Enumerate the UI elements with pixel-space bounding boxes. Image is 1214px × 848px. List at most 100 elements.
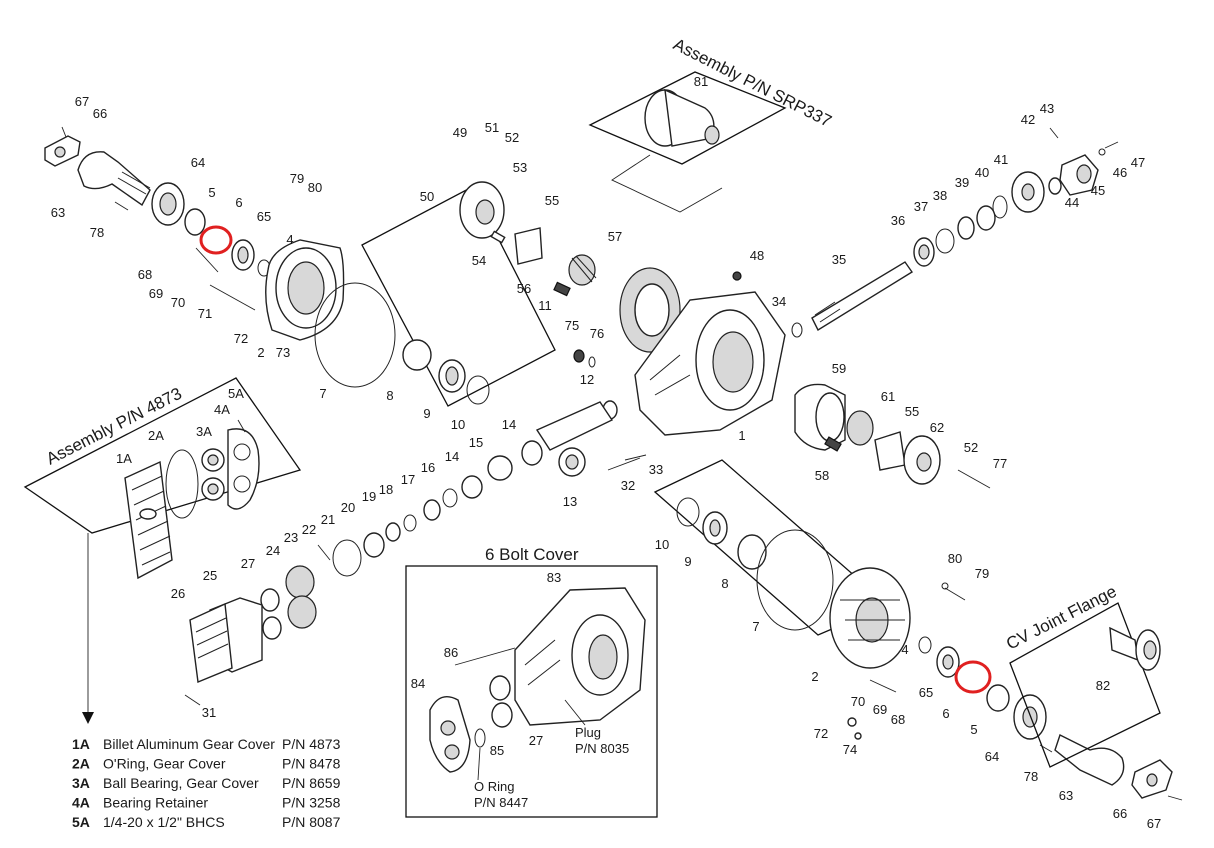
part-36-bearing [913, 237, 935, 267]
callout-13: 13 [563, 494, 577, 509]
callout-70: 70 [171, 295, 185, 310]
callout-52: 52 [964, 440, 978, 455]
callout-36: 36 [891, 213, 905, 228]
callout-62: 62 [930, 420, 944, 435]
part-2-housing-lower [829, 567, 911, 669]
callout-67: 67 [1147, 816, 1161, 831]
pinion-gear-group [459, 181, 681, 353]
callout-23: 23 [284, 530, 298, 545]
six-bolt-cover-title: 6 Bolt Cover [485, 545, 579, 564]
part-17-nut [423, 499, 441, 521]
callout-50: 50 [420, 189, 434, 204]
part-65-bearing-lower [936, 646, 960, 678]
part-63-stub-axle [77, 151, 151, 207]
callout-86: 86 [444, 645, 458, 660]
callout-4: 4 [286, 232, 293, 247]
part-84-cover-plate [429, 696, 471, 773]
callout-64: 64 [191, 155, 205, 170]
callout-18: 18 [379, 482, 393, 497]
callout-75: 75 [565, 318, 579, 333]
part-45-yoke [1059, 154, 1099, 196]
callout-53: 53 [513, 160, 527, 175]
callout-4A: 4A [214, 402, 230, 417]
arrow-down-icon [82, 712, 94, 724]
legend-pn-2a: P/N 8478 [282, 756, 341, 772]
part-53-flange [459, 181, 505, 239]
part-47-bolt [1104, 141, 1119, 149]
part-80-washer-lower [941, 582, 949, 590]
part-40-washer [992, 195, 1008, 219]
legend-desc-4a: Bearing Retainer [103, 795, 208, 811]
part-77-bolt [957, 469, 991, 489]
callout-10: 10 [451, 417, 465, 432]
callout-65: 65 [919, 685, 933, 700]
part-19-bearing [385, 522, 401, 542]
part-70-stud-lower [869, 679, 897, 693]
part-48-plug [732, 271, 742, 281]
part-24-gear [285, 565, 317, 629]
part-27-bearing-cover [489, 675, 513, 728]
upper-left-axle-group [44, 126, 490, 405]
callout-39: 39 [955, 175, 969, 190]
part-13-bearing [558, 447, 586, 477]
part-57-spider-gear [568, 254, 597, 286]
part-56-pin [553, 281, 571, 297]
part-71-bolt [209, 284, 256, 311]
legend-desc-5a: 1/4-20 x 1/2" BHCS [103, 814, 225, 830]
callout-82: 82 [1096, 678, 1110, 693]
callout-69: 69 [873, 702, 887, 717]
part-10-shim [466, 375, 490, 405]
cv-joint-flange-title: CV Joint Flange [1003, 582, 1119, 654]
callout-77: 77 [993, 456, 1007, 471]
part-66-yoke [44, 135, 81, 167]
part-44-washer [1048, 177, 1062, 195]
part-15-spacer [487, 455, 513, 481]
part-4-oring-lower [918, 636, 932, 654]
part-46-washer [1098, 148, 1106, 156]
callout-2: 2 [811, 669, 818, 684]
part-74-washer-lower [854, 732, 862, 740]
callout-71: 71 [198, 306, 212, 321]
callout-7: 7 [752, 619, 759, 634]
callout-27: 27 [241, 556, 255, 571]
part-81-carrier [644, 88, 720, 147]
part-11-ring-gear [619, 267, 681, 353]
part-20-sleeve [363, 532, 385, 558]
callout-27: 27 [529, 733, 543, 748]
lower-right-axle-group [676, 497, 1183, 801]
six-bolt-cover-group: 6 Bolt Cover Plug P/N 8035 O Ring P/N 84… [405, 545, 658, 818]
part-78-pin [114, 201, 129, 211]
six-bolt-cover-box [405, 565, 658, 818]
part-6-highlighted-ring-left [199, 225, 233, 255]
callout-19: 19 [362, 489, 376, 504]
part-67-bolt-lower [1167, 795, 1183, 801]
part-5-seal-lower [986, 684, 1010, 712]
plug-pn: P/N 8035 [575, 741, 629, 756]
assembly-srp337-box [588, 71, 787, 165]
callout-33: 33 [649, 462, 663, 477]
part-8-race-lower [737, 534, 767, 570]
legend-desc-3a: Ball Bearing, Gear Cover [103, 775, 259, 791]
part-4a-bearing-retainer [227, 428, 260, 510]
callout-79: 79 [290, 171, 304, 186]
callout-70: 70 [851, 694, 865, 709]
legend-pn-5a: P/N 8087 [282, 814, 341, 830]
callout-63: 63 [51, 205, 65, 220]
part-18-washer [403, 514, 417, 532]
callout-21: 21 [321, 512, 335, 527]
callout-84: 84 [411, 676, 425, 691]
callout-2A: 2A [148, 428, 164, 443]
legend-key-5a: 5A [72, 814, 90, 830]
callout-80: 80 [308, 180, 322, 195]
right-shaft-group [791, 127, 1119, 338]
callout-42: 42 [1021, 112, 1035, 127]
callout-1: 1 [738, 428, 745, 443]
callout-9: 9 [684, 554, 691, 569]
callout-85: 85 [490, 743, 504, 758]
part-26-gear-cover [189, 602, 233, 683]
callout-79: 79 [975, 566, 989, 581]
part-9-bearing-cone [438, 359, 466, 393]
part-37-shim [935, 228, 955, 254]
part-75-part [573, 349, 585, 363]
